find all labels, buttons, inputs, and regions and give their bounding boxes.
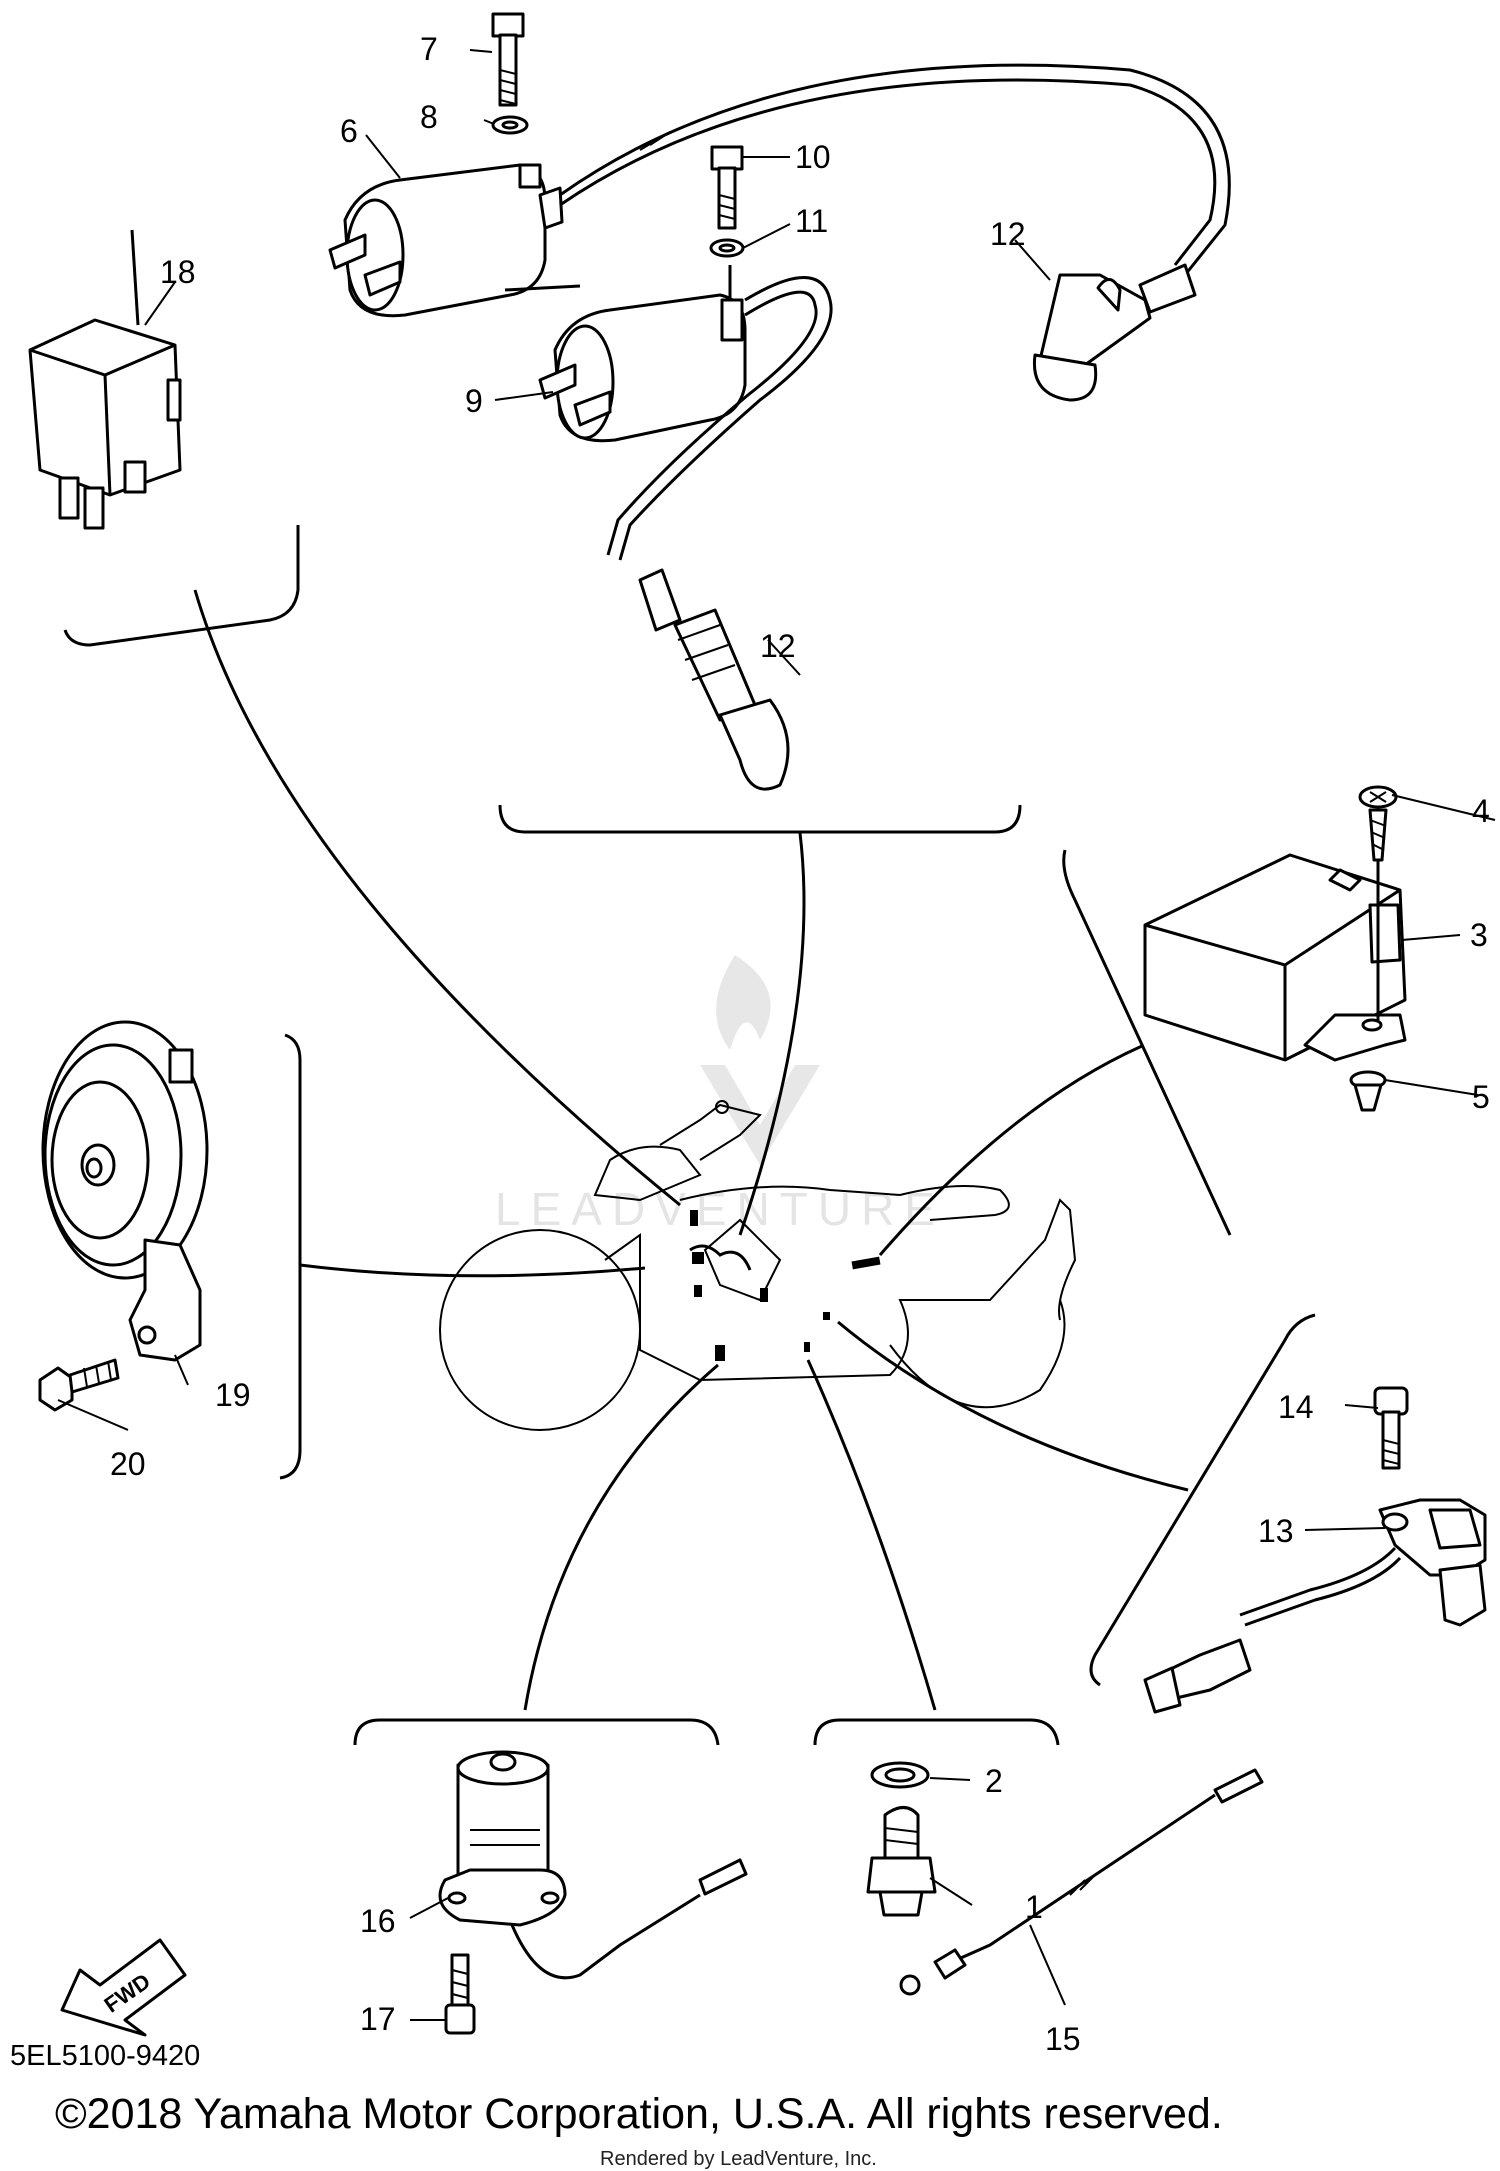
callout-5: 5 <box>1472 1079 1490 1115</box>
ignition-coil-9 <box>538 265 833 561</box>
callout-numbers: 7 8 6 10 11 12 18 9 12 4 3 5 19 20 14 13… <box>110 31 1490 2057</box>
callout-17: 17 <box>360 2001 396 2037</box>
callout-leaders <box>57 49 1496 2021</box>
callout-19: 19 <box>215 1377 251 1413</box>
callout-15: 15 <box>1045 2021 1081 2057</box>
screw-17 <box>444 1953 476 2035</box>
rendered-by-credit: Rendered by LeadVenture, Inc. <box>600 2148 877 2170</box>
switch-1 <box>866 1806 937 1917</box>
ignition-coil-6 <box>328 163 581 318</box>
cdi-unit-3 <box>1143 853 1407 1062</box>
callout-9: 9 <box>465 383 483 419</box>
leader-curves <box>193 589 1189 1711</box>
screw-4 <box>1358 785 1398 1020</box>
callout-2: 2 <box>985 1763 1003 1799</box>
callout-12-upper: 12 <box>990 216 1026 252</box>
washer-11 <box>709 238 745 258</box>
callout-1: 1 <box>1025 1889 1043 1925</box>
washer-8 <box>491 115 529 135</box>
leadventure-watermark <box>700 955 820 1165</box>
horn-19 <box>41 1020 209 1362</box>
fwd-arrow-icon: FWD <box>60 1938 187 2037</box>
callout-11: 11 <box>795 203 828 239</box>
lead-wire-15 <box>899 1768 1264 1996</box>
callout-16: 16 <box>360 1903 396 1939</box>
callout-7: 7 <box>420 31 438 67</box>
bolt-20 <box>38 1358 120 1412</box>
callout-18: 18 <box>160 254 196 290</box>
gasket-2 <box>870 1761 930 1789</box>
actuator-16 <box>438 1750 748 1980</box>
high-tension-lead-upper <box>559 63 1231 276</box>
callout-3: 3 <box>1470 917 1488 953</box>
spark-plug-cap-12-lower <box>638 568 790 791</box>
diagram-code: 5EL5100-9420 <box>10 2040 201 2072</box>
group-brackets <box>63 525 1316 1746</box>
relay-18 <box>28 229 182 530</box>
bolt-7 <box>491 12 525 107</box>
motorcycle-silhouette <box>439 1100 1077 1431</box>
copyright-notice: ©2018 Yamaha Motor Corporation, U.S.A. A… <box>55 2090 1223 2138</box>
bolt-14 <box>1373 1386 1409 1470</box>
sensor-13 <box>1143 1498 1487 1714</box>
callout-14: 14 <box>1278 1389 1314 1425</box>
spark-plug-cap-12-upper <box>1032 263 1197 402</box>
callout-12-lower: 12 <box>760 628 796 664</box>
callout-8: 8 <box>420 99 438 135</box>
grommet-5 <box>1349 1070 1387 1112</box>
callout-10: 10 <box>795 139 831 175</box>
callout-6: 6 <box>340 113 358 149</box>
callout-20: 20 <box>110 1446 146 1482</box>
callout-13: 13 <box>1258 1513 1294 1549</box>
callout-4: 4 <box>1472 793 1490 829</box>
bolt-10 <box>710 145 744 230</box>
